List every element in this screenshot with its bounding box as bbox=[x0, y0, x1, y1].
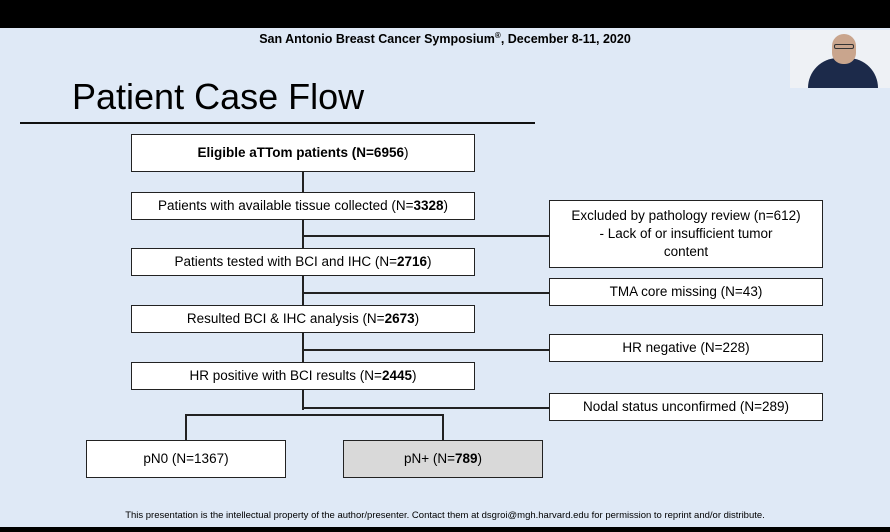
institution-logo-left bbox=[793, 34, 823, 46]
registered-mark: ® bbox=[494, 31, 501, 40]
pathology-line2: - Lack of or insufficient tumor bbox=[599, 225, 773, 241]
title-underline bbox=[20, 122, 535, 124]
tissue-count: 3328 bbox=[413, 197, 444, 213]
pathology-line1: Excluded by pathology review (n=612) bbox=[571, 207, 801, 223]
box-tested: Patients tested with BCI and IHC (N=2716… bbox=[131, 248, 475, 276]
bottom-black-bar bbox=[0, 527, 890, 532]
tested-label: Patients tested with BCI and IHC (N= bbox=[174, 253, 397, 269]
box-eligible: Eligible aTTom patients (N=6956) bbox=[131, 134, 475, 172]
eligible-label: Eligible aTTom patients ( bbox=[197, 144, 357, 160]
box-hr-negative: HR negative (N=228) bbox=[549, 334, 823, 362]
conference-dates: , December 8-11, 2020 bbox=[500, 32, 631, 47]
box-nodal-unconfirmed: Nodal status unconfirmed (N=289) bbox=[549, 393, 823, 421]
connector-nodal bbox=[302, 407, 549, 409]
hrpos-suffix: ) bbox=[411, 367, 417, 383]
tested-count: 2716 bbox=[396, 253, 428, 269]
hrneg-label: HR negative (N=228) bbox=[622, 339, 750, 355]
resulted-suffix: ) bbox=[414, 310, 420, 326]
resulted-count: 2673 bbox=[384, 310, 415, 326]
connector-split bbox=[185, 414, 443, 416]
institution-logo-right bbox=[866, 34, 888, 46]
pnplus-count: 789 bbox=[455, 450, 478, 466]
presenter-glasses bbox=[834, 44, 854, 49]
box-pn0: pN0 (N=1367) bbox=[86, 440, 286, 478]
connector-pn0 bbox=[185, 414, 187, 440]
connector-pathology bbox=[302, 235, 549, 237]
hrpos-count: 2445 bbox=[381, 367, 412, 383]
presenter-head bbox=[832, 34, 856, 64]
box-tissue: Patients with available tissue collected… bbox=[131, 192, 475, 220]
copyright-footer: This presentation is the intellectual pr… bbox=[125, 510, 765, 521]
pnplus-suffix: ) bbox=[477, 450, 483, 466]
connector-hrneg bbox=[302, 349, 549, 351]
connector-tma bbox=[302, 292, 549, 294]
tissue-label: Patients with available tissue collected… bbox=[157, 197, 414, 213]
eligible-suffix: ) bbox=[403, 144, 409, 160]
connector-spine bbox=[302, 172, 304, 410]
pathology-line3: content bbox=[663, 244, 709, 260]
resulted-label: Resulted BCI & IHC analysis (N= bbox=[186, 310, 385, 326]
box-pn-plus: pN+ (N=789) bbox=[343, 440, 543, 478]
conference-name: San Antonio Breast Cancer Symposium bbox=[259, 32, 495, 47]
connector-pnplus bbox=[442, 414, 444, 440]
conference-header: San Antonio Breast Cancer Symposium®, De… bbox=[0, 31, 890, 46]
tma-label: TMA core missing (N=43) bbox=[609, 283, 763, 299]
slide-title: Patient Case Flow bbox=[72, 76, 365, 117]
tissue-suffix: ) bbox=[443, 197, 449, 213]
box-resulted: Resulted BCI & IHC analysis (N=2673) bbox=[131, 305, 475, 333]
nodal-label: Nodal status unconfirmed (N=289) bbox=[583, 398, 789, 414]
eligible-count: N=6956 bbox=[356, 144, 404, 160]
box-hr-positive: HR positive with BCI results (N=2445) bbox=[131, 362, 475, 390]
pnplus-label: pN+ (N= bbox=[403, 450, 455, 466]
box-tma-missing: TMA core missing (N=43) bbox=[549, 278, 823, 306]
box-excluded-pathology: Excluded by pathology review (n=612) - L… bbox=[549, 200, 823, 268]
pn0-label: pN0 (N=1367) bbox=[143, 450, 229, 466]
tested-suffix: ) bbox=[427, 253, 432, 269]
hrpos-label: HR positive with BCI results (N= bbox=[189, 367, 382, 383]
top-black-bar bbox=[0, 0, 890, 28]
